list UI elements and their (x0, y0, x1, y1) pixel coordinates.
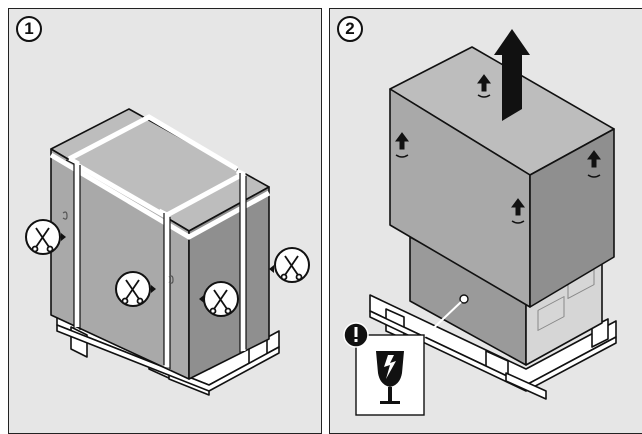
step-number-badge: 1 (16, 16, 42, 42)
scissors-icon (31, 227, 54, 253)
hand-grip-marks (62, 211, 174, 284)
step-1-panel: 1 (8, 8, 322, 434)
scissors-icon (209, 289, 232, 315)
scissors-callout-middle (199, 281, 239, 317)
step-1-drawing (25, 108, 310, 396)
pallet (369, 294, 617, 400)
hand-grip-arrows (395, 74, 601, 224)
fragile-glass-icon (376, 351, 404, 404)
warning-icon (343, 322, 369, 348)
hand-grip-icon (395, 132, 409, 158)
strapping-bands (49, 114, 271, 369)
hand-grip-icon (477, 74, 491, 98)
hand-grip-icon (587, 150, 601, 178)
lift-arrow-icon (494, 29, 530, 121)
box-side (529, 128, 615, 308)
scissors-callout-left (25, 219, 66, 255)
step-2-panel: 2 (329, 8, 642, 434)
step-number-badge: 2 (337, 16, 363, 42)
step-2-drawing (343, 29, 617, 416)
hand-grip-icon (511, 198, 525, 224)
fragile-callout (343, 294, 469, 416)
scissors-icon (121, 279, 144, 305)
scissors-callout-front (115, 271, 156, 307)
scissors-callout-right (269, 247, 310, 283)
scissors-icon (280, 255, 303, 281)
